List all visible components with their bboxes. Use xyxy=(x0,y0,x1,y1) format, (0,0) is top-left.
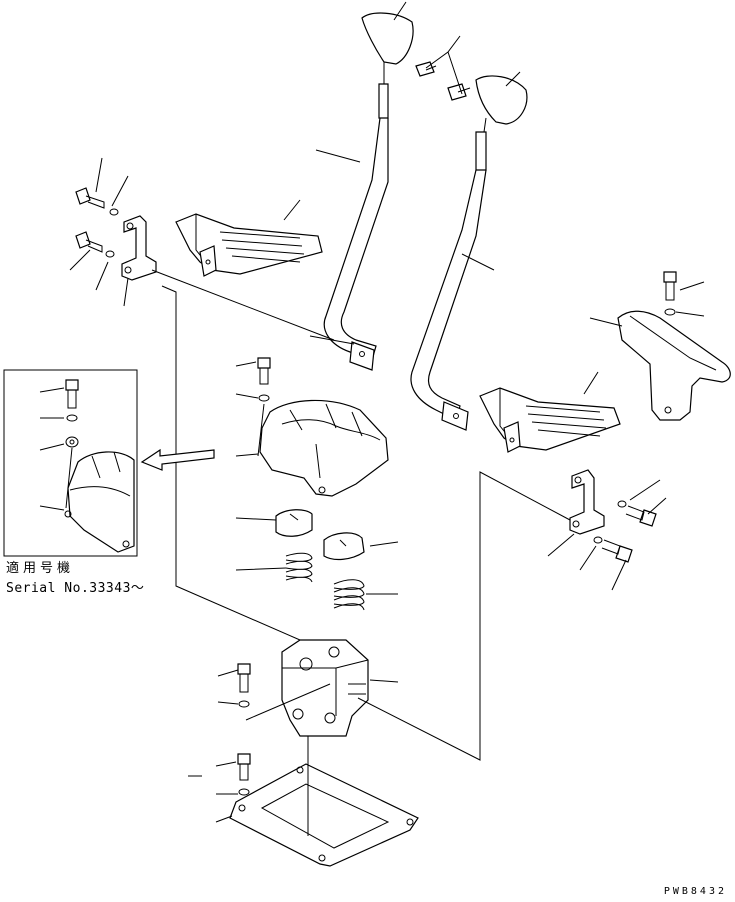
left-pedal xyxy=(175,213,323,277)
arrow-to-inset xyxy=(140,448,215,471)
drawing-code: PWB8432 xyxy=(663,886,727,897)
left-bracket-hardware xyxy=(75,187,157,281)
right-bracket-hardware xyxy=(569,469,657,563)
ppc-valve xyxy=(237,639,369,737)
mount-plate xyxy=(229,753,419,867)
linkage-lines xyxy=(151,269,571,836)
valve-boot xyxy=(257,357,389,497)
inset-applies-label: 適用号機 xyxy=(6,561,75,576)
right-lever-assembly xyxy=(410,75,528,431)
inset-serial-label: Serial No.33343～ xyxy=(6,581,145,596)
spring-parts xyxy=(275,509,365,611)
left-lever-assembly xyxy=(323,12,414,371)
knob-bolts xyxy=(415,61,471,101)
right-pedal xyxy=(479,387,621,453)
inset-box xyxy=(3,369,138,557)
leader-lines xyxy=(69,1,705,823)
pedal-cover xyxy=(617,271,731,421)
